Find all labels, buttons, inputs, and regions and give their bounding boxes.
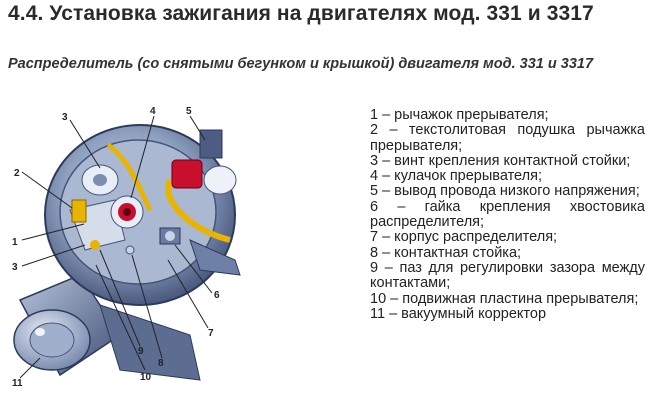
legend-item: 11 – вакуумный корректор	[370, 305, 547, 322]
callout-leaders	[19, 115, 213, 379]
legend-item: 10 – подвижная пластина прерывателя;	[370, 290, 639, 307]
breaker-cam	[110, 195, 144, 229]
legend-item: 3 – винт крепления контактной стойки;	[370, 152, 631, 169]
callout-4: 4	[150, 106, 156, 117]
callout-3-top: 3	[62, 112, 68, 123]
figure-caption: Распределитель (со снятыми бегунком и кр…	[8, 56, 594, 72]
callout-8: 8	[158, 358, 164, 369]
legend-item: 9 – паз для регулировки зазора между кон…	[370, 259, 645, 292]
callout-10: 10	[140, 372, 152, 383]
callout-6: 6	[214, 290, 220, 301]
distributor-illustration: 1 2 3 3 4 5 6 7 8 9 10 11	[0, 100, 365, 403]
page-title: 4.4. Установка зажигания на двигателях м…	[8, 2, 594, 25]
legend-item: 5 – вывод провода низкого напряжения;	[370, 183, 640, 200]
legend-item: 8 – контактная стойка;	[370, 244, 522, 261]
legend-item: 6 – гайка крепления хвостовика распредел…	[370, 198, 645, 231]
callout-9: 9	[138, 346, 144, 357]
callout-3-bottom: 3	[12, 262, 18, 273]
legend-item: 2 – текстолитовая подушка рычажка прерыв…	[370, 122, 645, 154]
legend-item: 1 – рычажок прерывателя;	[370, 107, 549, 123]
legend-item: 4 – кулачок прерывателя;	[370, 168, 542, 185]
callout-2: 2	[14, 168, 20, 179]
legend-item: 7 – корпус распределителя;	[370, 229, 558, 246]
callout-11: 11	[12, 378, 23, 389]
callout-7: 7	[208, 328, 214, 339]
callout-1: 1	[12, 237, 18, 248]
low-voltage-terminal	[171, 129, 237, 195]
vacuum-corrector	[13, 274, 122, 377]
distributor-drawing: 1 2 3 3 4 5 6 7 8 9 10 11	[12, 106, 241, 389]
parts-legend: 1 – рычажок прерывателя; 2 – текстолитов…	[370, 107, 645, 322]
callout-5: 5	[186, 106, 192, 117]
